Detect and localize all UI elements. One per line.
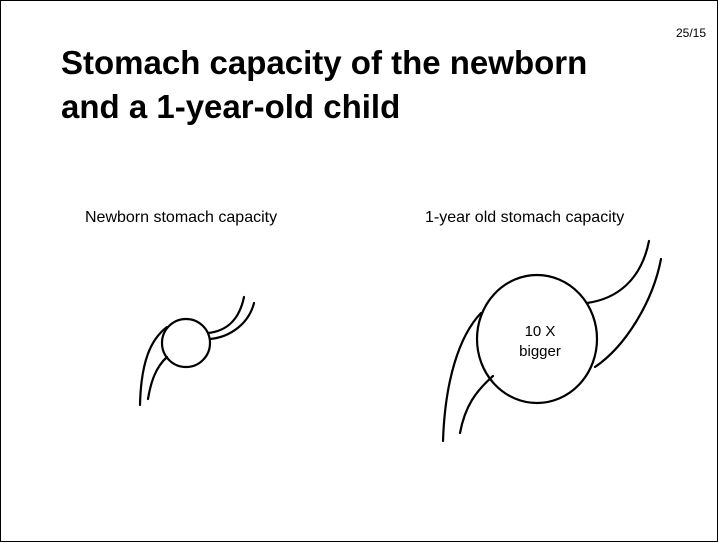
one-year-esophagus-inner	[595, 259, 661, 367]
one-year-duodenum-inner	[460, 376, 493, 433]
newborn-stomach-body	[162, 319, 210, 367]
note-line-1: 10 X	[505, 322, 575, 342]
one-year-esophagus-outer	[587, 241, 649, 303]
size-comparison-note: 10 X bigger	[505, 322, 575, 362]
newborn-duodenum-inner	[148, 357, 167, 399]
newborn-stomach-illustration	[140, 297, 254, 405]
note-line-2: bigger	[505, 342, 575, 362]
